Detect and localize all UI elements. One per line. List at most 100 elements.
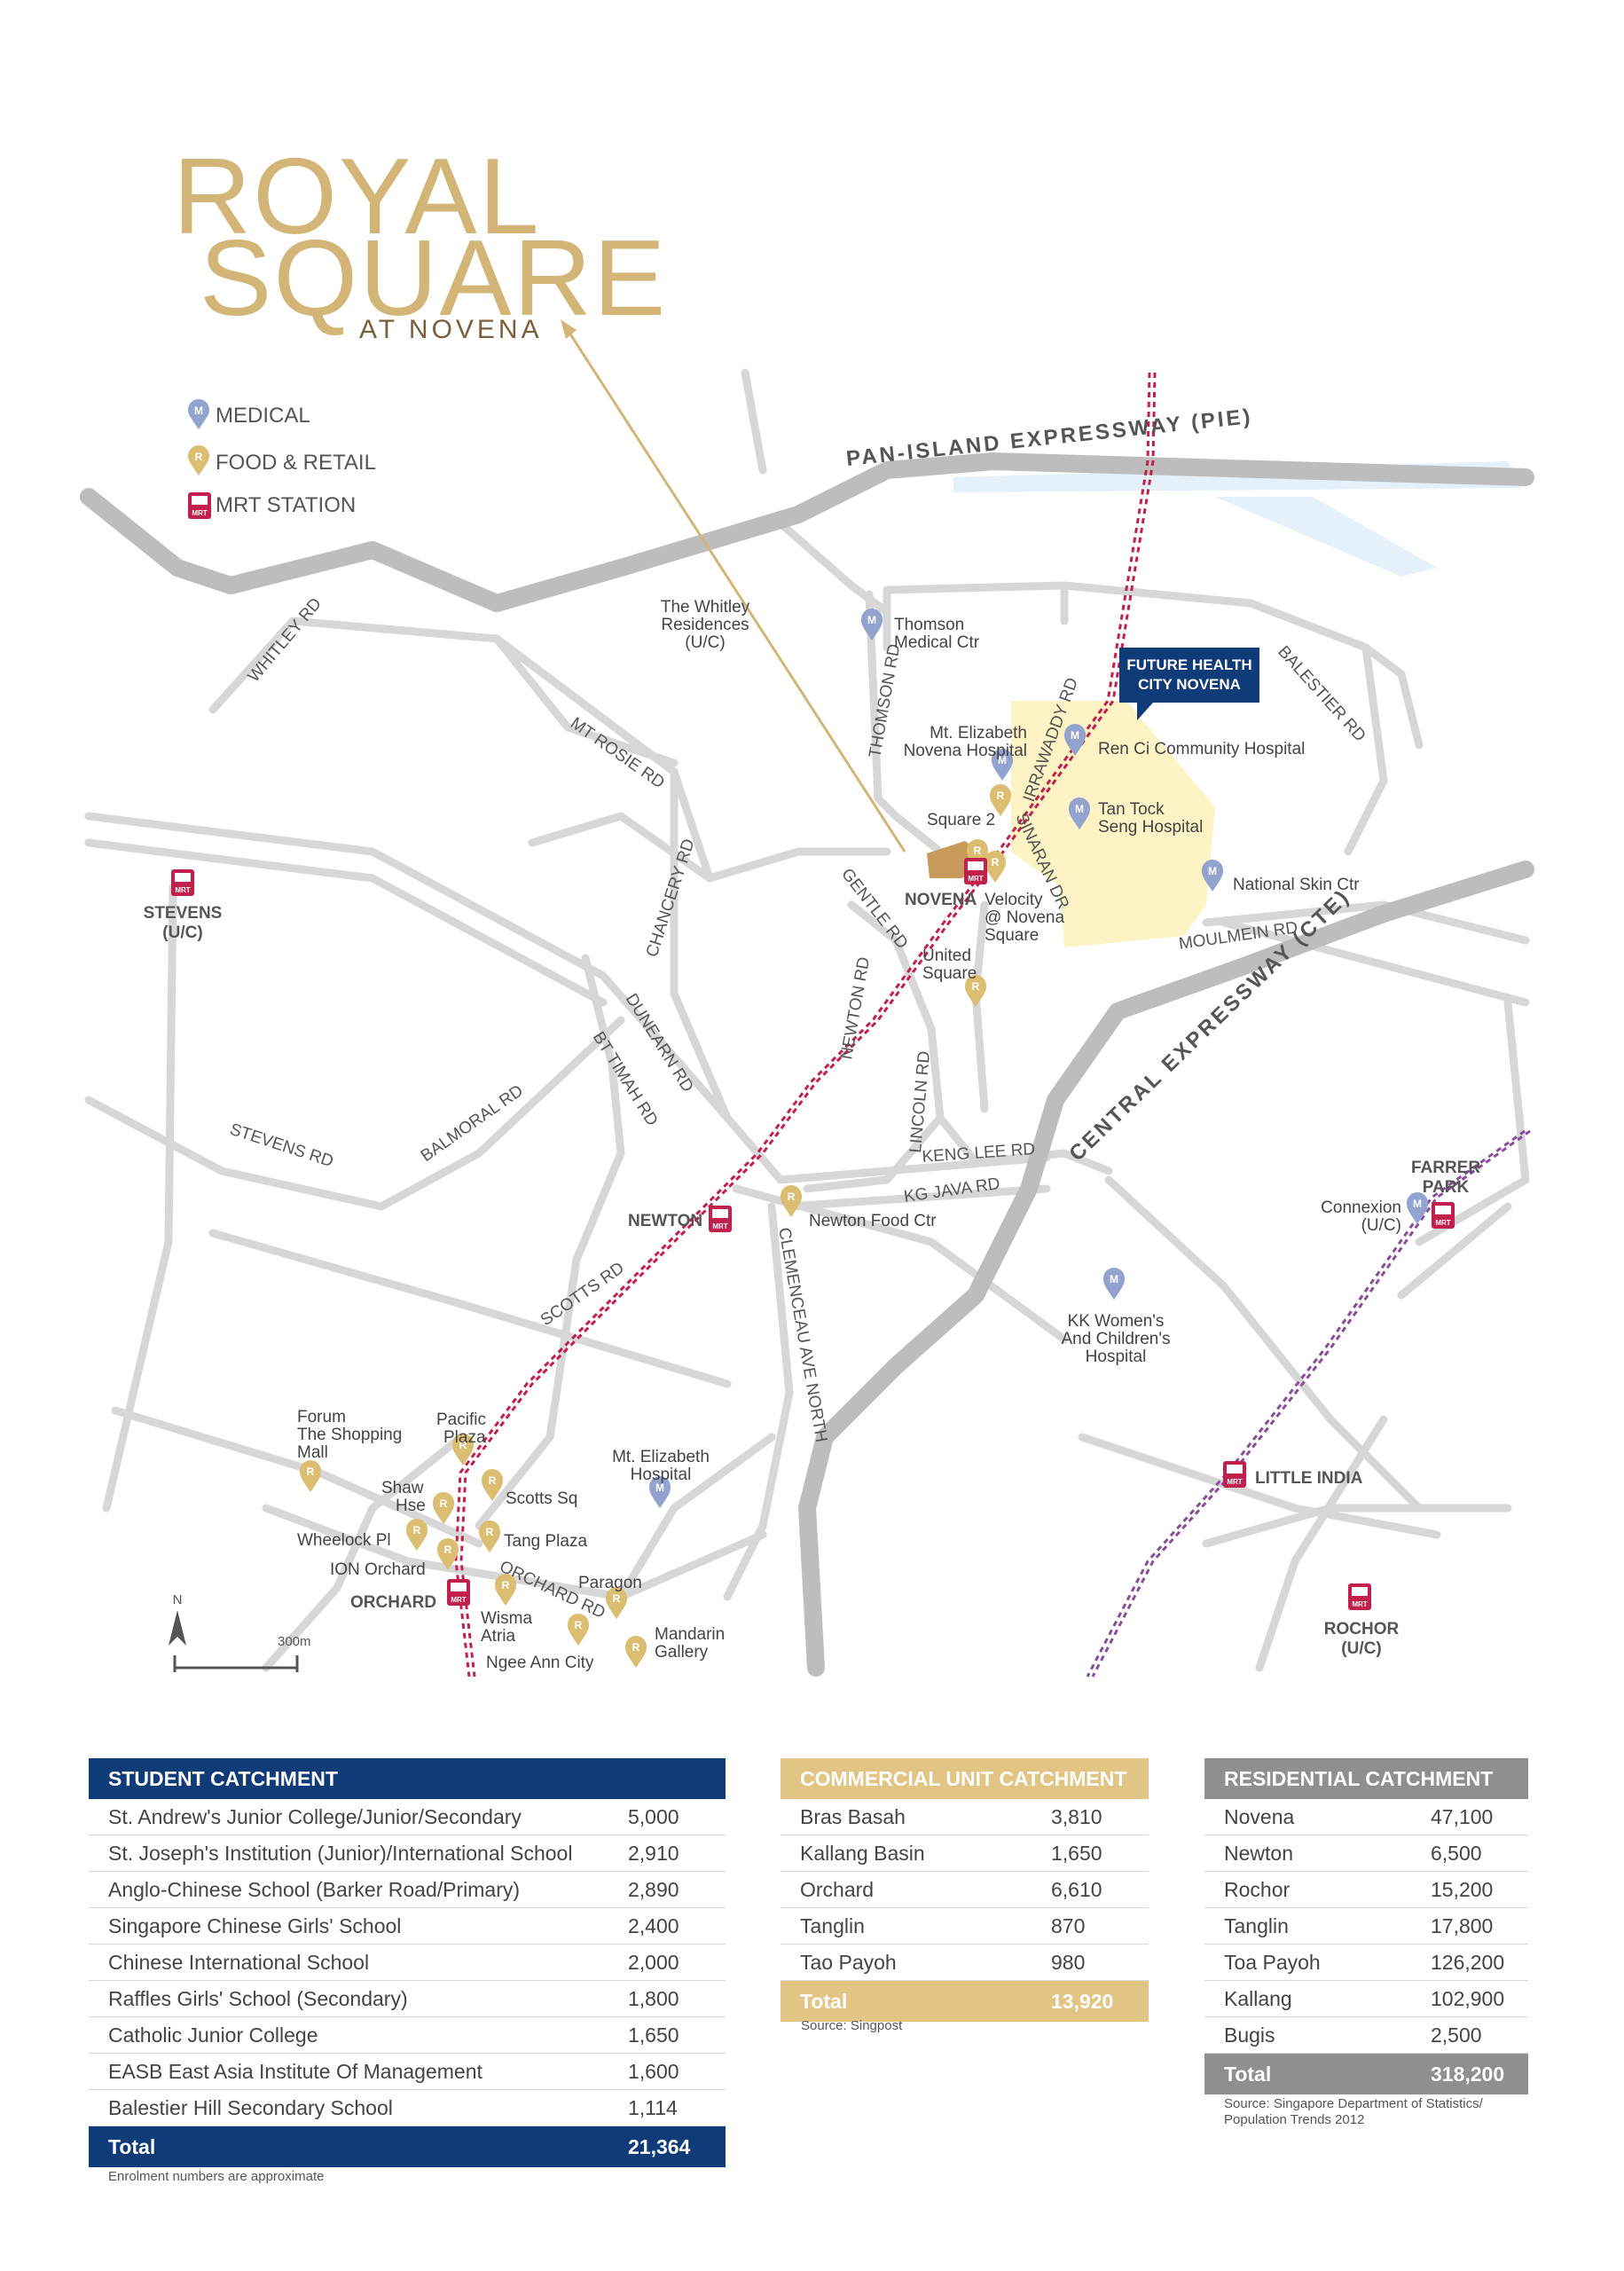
food-retail-pin-icon — [625, 1636, 647, 1668]
svg-text:Shaw: Shaw — [381, 1479, 424, 1497]
svg-text:Ngee Ann City: Ngee Ann City — [486, 1654, 594, 1672]
svg-text:(U/C): (U/C) — [1361, 1216, 1401, 1235]
row-value: 15,200 — [1431, 1878, 1494, 1901]
row-value: 1,650 — [1051, 1842, 1102, 1865]
row-name: Kallang Basin — [800, 1842, 925, 1865]
row-value: 126,200 — [1431, 1951, 1505, 1974]
row-value: 47,100 — [1431, 1805, 1494, 1828]
svg-text:Wheelock Pl: Wheelock Pl — [297, 1531, 391, 1550]
svg-text:Atria: Atria — [481, 1627, 516, 1646]
commercial-total-row: Total 13,920 — [781, 1981, 1149, 2022]
svg-text:FUTURE HEALTH: FUTURE HEALTH — [1126, 656, 1251, 673]
food-retail-pin-icon — [781, 1185, 802, 1217]
row-value: 980 — [1051, 1951, 1086, 1974]
svg-text:Gallery: Gallery — [655, 1643, 709, 1662]
food-retail-pin-icon — [300, 1460, 321, 1492]
food-retail-pin-icon — [495, 1574, 516, 1606]
svg-text:Hse: Hse — [396, 1497, 426, 1515]
food-retail-pin-icon — [406, 1519, 428, 1551]
svg-text:STEVENS RD: STEVENS RD — [227, 1120, 335, 1171]
medical-pin-icon — [861, 609, 883, 640]
svg-text:Wisma: Wisma — [481, 1609, 532, 1628]
svg-text:FARRER: FARRER — [1411, 1159, 1480, 1177]
svg-text:LITTLE INDIA: LITTLE INDIA — [1255, 1469, 1363, 1488]
row-value: 2,000 — [628, 1951, 679, 1974]
svg-text:LINCOLN RD: LINCOLN RD — [906, 1050, 934, 1153]
medical-pin-icon: M — [188, 399, 209, 429]
svg-text:Square 2: Square 2 — [927, 811, 995, 829]
food-retail-pin-icon — [568, 1614, 589, 1646]
row-name: Catholic Junior College — [108, 2023, 318, 2047]
row-name: Chinese International School — [108, 1951, 370, 1974]
row-value: 5,000 — [628, 1805, 679, 1828]
logo-line3: AT NOVENA — [359, 315, 543, 344]
row-name: Tao Payoh — [800, 1951, 897, 1974]
svg-text:Forum: Forum — [297, 1408, 346, 1426]
commercial-catchment-title: COMMERCIAL UNIT CATCHMENT — [781, 1758, 1149, 1799]
row-name: Balestier Hill Secondary School — [108, 2096, 393, 2119]
svg-text:R: R — [195, 451, 203, 463]
svg-text:300m: 300m — [278, 1634, 311, 1649]
cte-expressway — [798, 860, 1534, 1677]
svg-text:WHITLEY RD: WHITLEY RD — [245, 594, 326, 686]
row-name: Orchard — [800, 1878, 875, 1901]
row-value: 870 — [1051, 1914, 1086, 1937]
svg-text:Velocity: Velocity — [985, 891, 1043, 909]
svg-text:The Whitley: The Whitley — [661, 598, 750, 617]
food-retail-pin-icon — [985, 851, 1006, 883]
row-value: 102,900 — [1431, 1987, 1505, 2010]
mrt-station-icon — [964, 858, 987, 884]
row-name: Bras Basah — [800, 1805, 906, 1828]
table-row: Anglo-Chinese School (Barker Road/Primar… — [89, 1872, 726, 1908]
svg-text:Residences: Residences — [661, 616, 749, 634]
mrt-station-icon — [1348, 1583, 1371, 1610]
svg-text:Seng Hospital: Seng Hospital — [1098, 818, 1203, 837]
svg-text:GENTLE RD: GENTLE RD — [837, 865, 912, 953]
svg-text:N: N — [173, 1592, 183, 1607]
residential-note-2: Population Trends 2012 — [1224, 2112, 1365, 2127]
medical-pin-icon — [1407, 1192, 1428, 1224]
row-name: Newton — [1224, 1842, 1293, 1865]
food-retail-pin-icon — [479, 1521, 500, 1552]
row-name: Singapore Chinese Girls' School — [108, 1914, 402, 1937]
svg-text:Scotts Sq: Scotts Sq — [506, 1489, 577, 1508]
row-value: 1,114 — [628, 2096, 678, 2119]
svg-text:ORCHARD: ORCHARD — [350, 1593, 436, 1612]
row-name: St. Joseph's Institution (Junior)/Intern… — [108, 1842, 573, 1865]
scale-bar: 300m — [173, 1634, 311, 1672]
logo-pointer-arrow — [566, 329, 906, 853]
svg-text:Pacific: Pacific — [436, 1411, 486, 1429]
svg-text:United: United — [922, 947, 971, 965]
svg-text:Hospital: Hospital — [1086, 1348, 1147, 1366]
svg-text:NEWTON: NEWTON — [628, 1212, 702, 1230]
svg-text:Ren Ci Community Hospital: Ren Ci Community Hospital — [1098, 740, 1305, 758]
svg-text:Square: Square — [922, 964, 977, 983]
row-value: 1,800 — [628, 1987, 679, 2010]
svg-text:National Skin Ctr: National Skin Ctr — [1233, 876, 1360, 894]
student-catchment-title: STUDENT CATCHMENT — [89, 1758, 726, 1799]
svg-text:Novena Hospital: Novena Hospital — [904, 742, 1027, 760]
table-row: Chinese International School 2,000 — [89, 1945, 726, 1981]
table-row: St. Joseph's Institution (Junior)/Intern… — [89, 1835, 726, 1872]
row-value: 2,910 — [628, 1842, 679, 1865]
row-name: Bugis — [1224, 2023, 1275, 2047]
table-row: Bugis 2,500 — [1204, 2017, 1528, 2054]
row-value: 2,500 — [1431, 2023, 1482, 2047]
svg-text:Plaza: Plaza — [443, 1428, 486, 1447]
svg-text:CITY NOVENA: CITY NOVENA — [1138, 676, 1241, 693]
health-city-area — [1011, 701, 1215, 947]
svg-text:NOVENA: NOVENA — [905, 891, 977, 909]
svg-text:PARK: PARK — [1423, 1178, 1470, 1197]
student-total-row: Total 21,364 — [89, 2126, 726, 2167]
svg-text:Tan Tock: Tan Tock — [1098, 800, 1165, 819]
svg-text:Medical Ctr: Medical Ctr — [894, 633, 980, 652]
svg-text:Paragon: Paragon — [578, 1574, 642, 1592]
